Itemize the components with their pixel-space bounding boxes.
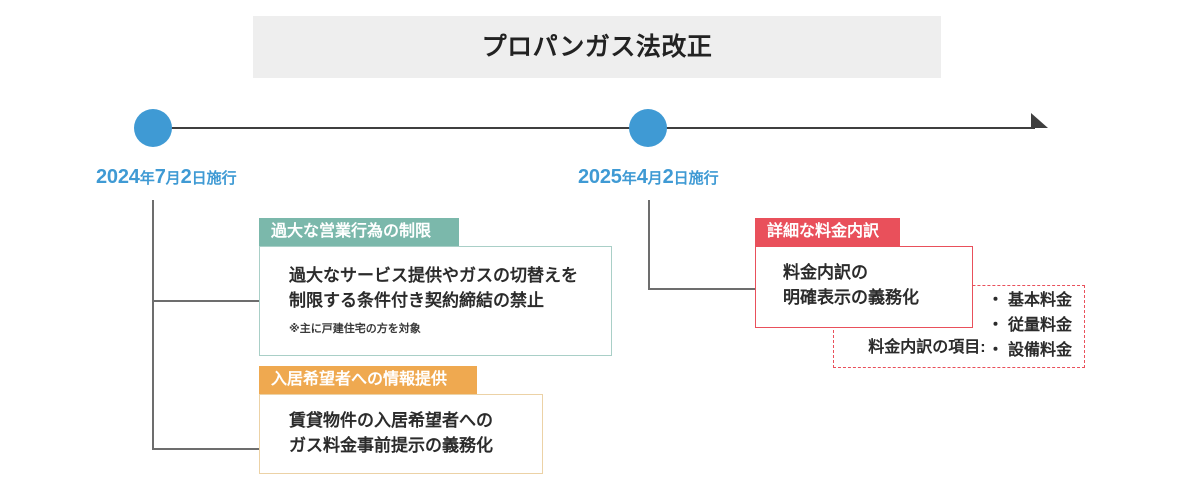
node-2025-month: 4 [636, 166, 648, 188]
node-2025-year-suffix: 年 [621, 170, 637, 187]
fee-items-label: 料金内訳の項目: [868, 339, 986, 356]
node-2024-month-suffix: 月 [165, 170, 181, 187]
card-restriction-body: 過大なサービス提供やガスの切替えを 制限する条件付き契約締結の禁止 ※主に戸建住… [259, 246, 612, 356]
node-2024-month: 7 [154, 166, 166, 188]
card-tenant-info-text: 賃貸物件の入居希望者への ガス料金事前提示の義務化 [289, 411, 493, 455]
list-item: ・ 従量料金 [987, 317, 1072, 335]
arrow-right-icon [1031, 113, 1048, 128]
node-2025-year: 2025 [578, 166, 622, 188]
timeline-node-2024-dot [134, 109, 172, 147]
connector-left-trunk [152, 200, 154, 450]
timeline-node-2025-label: 2025年4月2日施行 [578, 166, 719, 189]
fee-items-list: ・ 基本料金 ・ 従量料金 ・ 設備料金 [986, 289, 1072, 363]
node-2024-year-suffix: 年 [139, 170, 155, 187]
list-item: ・ 基本料金 [987, 292, 1072, 310]
connector-left-branch-restriction [152, 300, 259, 302]
node-2024-year: 2024 [96, 166, 140, 188]
card-restriction-tab: 過大な営業行為の制限 [259, 218, 459, 246]
title-banner: プロパンガス法改正 [253, 16, 941, 78]
list-item: ・ 設備料金 [987, 341, 1072, 359]
card-fee-breakdown-tab: 詳細な料金内訳 [755, 218, 900, 246]
card-restriction-note: ※主に戸建住宅の方を対象 [289, 323, 421, 336]
timeline-node-2025-dot [629, 109, 667, 147]
card-tenant-info-body: 賃貸物件の入居希望者への ガス料金事前提示の義務化 [259, 394, 543, 474]
connector-right-branch-fee-breakdown [648, 288, 757, 290]
node-2025-day-suffix: 日施行 [673, 170, 719, 187]
node-2025-day: 2 [662, 166, 674, 188]
connector-right-trunk [648, 200, 650, 290]
node-2025-month-suffix: 月 [647, 170, 663, 187]
card-restriction-text: 過大なサービス提供やガスの切替えを 制限する条件付き契約締結の禁止 [289, 266, 578, 310]
node-2024-day-suffix: 日施行 [191, 170, 237, 187]
card-tenant-info-tab: 入居希望者への情報提供 [259, 366, 477, 394]
timeline-node-2024-label: 2024年7月2日施行 [96, 166, 237, 189]
page-title: プロパンガス法改正 [481, 33, 713, 61]
card-fee-breakdown-body: 料金内訳の 明確表示の義務化 [755, 246, 973, 328]
connector-left-branch-tenant-info [152, 448, 259, 450]
card-fee-breakdown-text: 料金内訳の 明確表示の義務化 [783, 263, 919, 307]
timeline-axis [153, 127, 1035, 129]
node-2024-day: 2 [180, 166, 192, 188]
